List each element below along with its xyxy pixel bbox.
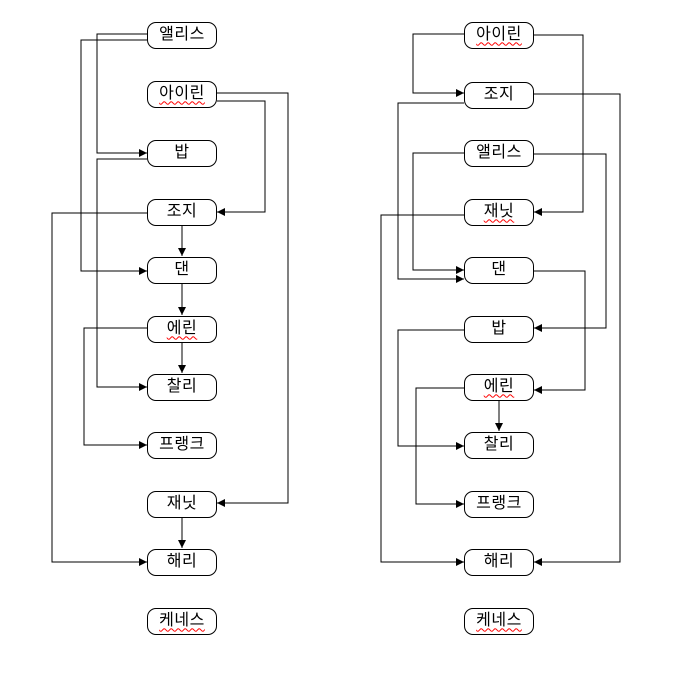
edge-erin-frank[interactable] (83, 327, 147, 449)
edge-bob-charlie[interactable] (96, 158, 147, 391)
node-label: 해리 (483, 552, 515, 570)
node-label: 아이린 (476, 25, 522, 43)
edge-george-harry[interactable] (534, 93, 621, 566)
node-label: 케네스 (159, 611, 205, 629)
node-frank[interactable]: 프랭크 (464, 490, 534, 518)
edge-alice-dan[interactable] (412, 152, 464, 274)
node-alice[interactable]: 앨리스 (464, 139, 534, 167)
node-label: 아이린 (159, 84, 205, 102)
edge-bob-charlie[interactable] (397, 329, 464, 450)
edge-george-harry[interactable] (51, 212, 147, 566)
node-erin[interactable]: 에린 (464, 373, 534, 401)
node-label: 댄 (174, 260, 190, 278)
edge-janet-harry[interactable] (380, 214, 464, 566)
node-label: 에린 (483, 377, 515, 395)
node-label: 재닛 (166, 494, 198, 512)
edge-alice-bob[interactable] (534, 153, 607, 332)
edge-irene-janet[interactable] (217, 92, 289, 507)
node-label: 찰리 (166, 377, 198, 395)
node-label: 프랭크 (476, 494, 522, 512)
node-label: 앨리스 (159, 25, 205, 43)
node-label: 에린 (166, 319, 198, 337)
node-george[interactable]: 조지 (147, 198, 217, 226)
edge-irene-george[interactable] (217, 100, 266, 216)
node-irene[interactable]: 아이린 (147, 80, 217, 108)
node-kenneth[interactable]: 케네스 (147, 607, 217, 635)
node-frank[interactable]: 프랭크 (147, 431, 217, 459)
node-label: 앨리스 (476, 143, 522, 161)
node-label: 케네스 (476, 611, 522, 629)
node-erin[interactable]: 에린 (147, 315, 217, 343)
node-dan[interactable]: 댄 (464, 256, 534, 284)
node-charlie[interactable]: 찰리 (147, 373, 217, 401)
node-label: 프랭크 (159, 435, 205, 453)
node-kenneth[interactable]: 케네스 (464, 607, 534, 635)
node-irene[interactable]: 아이린 (464, 21, 534, 49)
edge-irene-janet[interactable] (534, 34, 584, 216)
node-george[interactable]: 조지 (464, 81, 534, 109)
edge-dan-erin[interactable] (534, 270, 586, 394)
node-dan[interactable]: 댄 (147, 256, 217, 284)
node-janet[interactable]: 재닛 (147, 490, 217, 518)
node-bob[interactable]: 밥 (464, 315, 534, 343)
node-alice[interactable]: 앨리스 (147, 21, 217, 49)
node-bob[interactable]: 밥 (147, 139, 217, 167)
node-label: 찰리 (483, 435, 515, 453)
edge-erin-frank[interactable] (415, 387, 464, 508)
node-label: 밥 (491, 319, 507, 337)
node-harry[interactable]: 해리 (464, 548, 534, 576)
edge-alice-dan[interactable] (80, 39, 147, 275)
node-label: 조지 (483, 85, 515, 103)
node-label: 밥 (174, 143, 190, 161)
node-charlie[interactable]: 찰리 (464, 431, 534, 459)
node-harry[interactable]: 해리 (147, 548, 217, 576)
node-label: 조지 (166, 202, 198, 220)
edge-irene-george[interactable] (412, 33, 464, 97)
edge-george-dan[interactable] (397, 102, 464, 283)
edge-alice-bob[interactable] (96, 33, 147, 157)
node-label: 재닛 (483, 202, 515, 220)
node-label: 해리 (166, 552, 198, 570)
node-label: 댄 (491, 260, 507, 278)
node-janet[interactable]: 재닛 (464, 198, 534, 226)
